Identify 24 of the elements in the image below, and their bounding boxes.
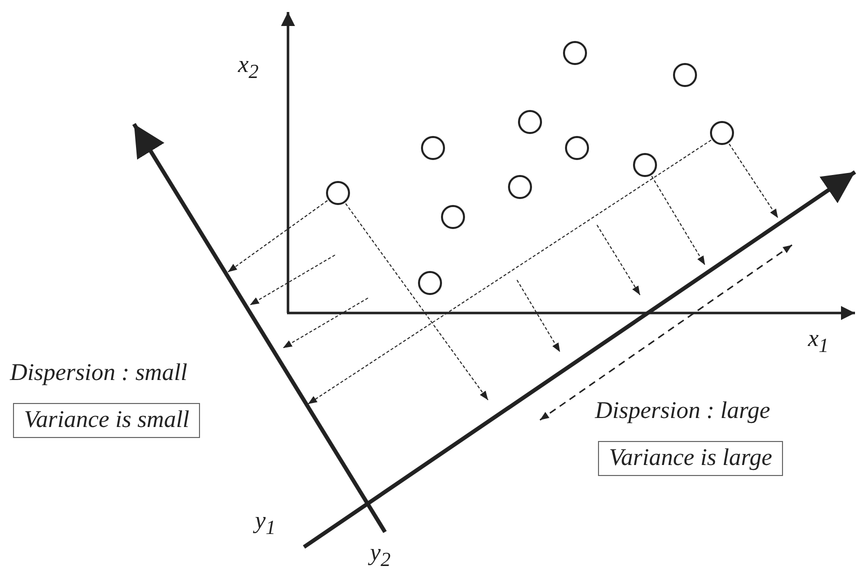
text-box: Variance is small bbox=[13, 403, 200, 438]
projection-arrow bbox=[228, 200, 328, 272]
data-point-circle bbox=[565, 136, 589, 160]
projection-arrow bbox=[728, 143, 778, 218]
data-point-circle bbox=[508, 175, 532, 199]
projection-arrow bbox=[651, 176, 706, 266]
data-point-circle bbox=[421, 136, 445, 160]
axis-label: x$_{1}$ bbox=[808, 326, 829, 358]
data-point-circle bbox=[326, 181, 350, 205]
data-point-circle bbox=[563, 41, 587, 65]
data-point-circle bbox=[418, 271, 442, 295]
dispersion-label: Dispersion : large bbox=[595, 398, 770, 425]
data-point-circle bbox=[633, 153, 657, 177]
dispersion-label: Dispersion : small bbox=[10, 360, 188, 387]
data-point-circle bbox=[441, 205, 465, 229]
axis-label: x$_{2}$ bbox=[238, 52, 259, 84]
projection-arrow bbox=[308, 140, 712, 404]
axis-label: y$_{2}$ bbox=[370, 540, 391, 572]
data-point-circle bbox=[518, 110, 542, 134]
data-point-circle bbox=[710, 121, 734, 145]
axis-label: y$_{1}$ bbox=[255, 508, 276, 540]
text-box: Variance is large bbox=[598, 441, 784, 476]
data-point-circle bbox=[673, 63, 697, 87]
projection-arrow bbox=[345, 203, 488, 400]
